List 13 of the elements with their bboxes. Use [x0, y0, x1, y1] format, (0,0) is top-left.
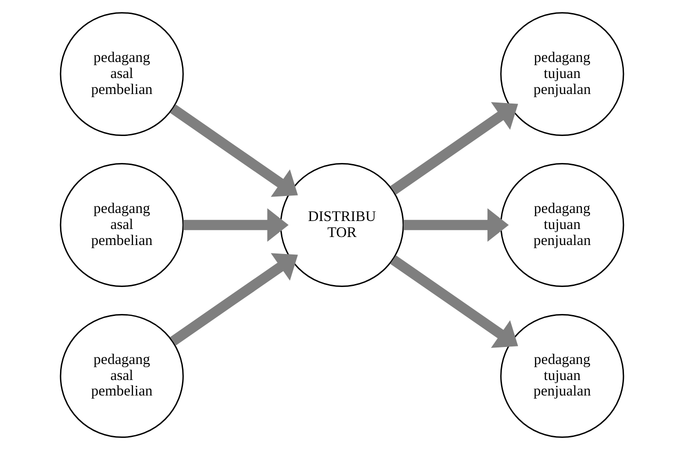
- node-circle: pedagang tujuan penjualan: [500, 163, 624, 287]
- node-circle: pedagang asal pembelian: [59, 314, 184, 438]
- arrow: [170, 104, 298, 197]
- arrow: [390, 255, 518, 348]
- node-circle: DISTRIBU TOR: [280, 163, 404, 287]
- arrow: [170, 253, 298, 346]
- node-circle: pedagang asal pembelian: [59, 163, 184, 287]
- node-circle: pedagang asal pembelian: [59, 12, 184, 136]
- node-circle: pedagang tujuan penjualan: [500, 314, 624, 438]
- arrow: [403, 208, 508, 242]
- arrow: [182, 208, 288, 242]
- node-circle: pedagang tujuan penjualan: [500, 12, 624, 136]
- arrow: [390, 102, 518, 195]
